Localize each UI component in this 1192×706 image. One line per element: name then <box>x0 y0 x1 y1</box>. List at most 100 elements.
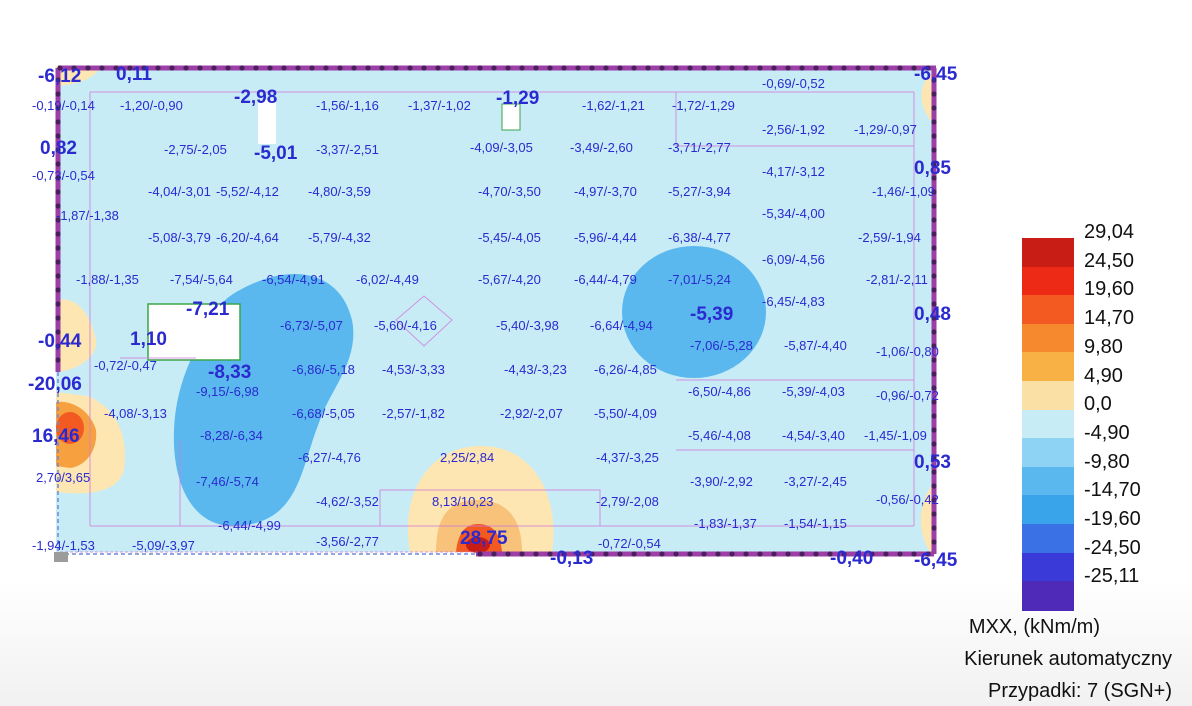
value-label: -4,04/-3,01 <box>148 184 211 199</box>
support-dot <box>155 65 161 71</box>
positive-zone-top-left <box>56 66 100 86</box>
value-label: -5,08/-3,79 <box>148 230 211 245</box>
value-label: -5,96/-4,44 <box>574 230 637 245</box>
support-dot <box>55 105 61 111</box>
support-dot <box>575 551 581 557</box>
support-dot <box>931 77 937 83</box>
value-label: -4,08/-3,13 <box>104 406 167 421</box>
value-label: -6,02/-4,49 <box>356 272 419 287</box>
value-label: -2,56/-1,92 <box>762 122 825 137</box>
value-label: -4,70/-3,50 <box>478 184 541 199</box>
support-dot <box>771 65 777 71</box>
support-dot <box>931 217 937 223</box>
support-dot <box>931 455 937 461</box>
value-label: -2,75/-2,05 <box>164 142 227 157</box>
support-dot <box>491 65 497 71</box>
support-dot <box>603 65 609 71</box>
value-label: -6,86/-5,18 <box>292 362 355 377</box>
support-dot <box>55 147 61 153</box>
support-dot <box>869 551 875 557</box>
value-label: -2,59/-1,94 <box>858 230 921 245</box>
support-dot <box>931 357 937 363</box>
support-dot <box>883 65 889 71</box>
support-dot <box>477 65 483 71</box>
support-dot <box>547 65 553 71</box>
support-dot <box>841 551 847 557</box>
support-dot <box>931 189 937 195</box>
support-dot <box>911 65 917 71</box>
opening-small-1 <box>258 100 276 144</box>
support-dot <box>931 259 937 265</box>
support-dot <box>407 65 413 71</box>
support-dot <box>55 329 61 335</box>
value-label: -7,01/-5,24 <box>668 272 731 287</box>
value-label: -0,69/-0,52 <box>762 76 825 91</box>
value-label: -1,72/-1,29 <box>672 98 735 113</box>
legend-value: 0,0 <box>1084 393 1112 416</box>
support-dot <box>931 203 937 209</box>
support-dot <box>141 65 147 71</box>
value-label: -1,56/-1,16 <box>316 98 379 113</box>
value-label: -1,37/-1,02 <box>408 98 471 113</box>
value-label: -5,79/-4,32 <box>308 230 371 245</box>
support-dot <box>55 231 61 237</box>
value-label: -20,06 <box>28 374 82 395</box>
value-label: 1,10 <box>130 329 167 350</box>
support-dot <box>743 551 749 557</box>
support-dot <box>55 245 61 251</box>
value-label: -0,72/-0,47 <box>94 358 157 373</box>
support-dot <box>505 65 511 71</box>
support-dot <box>931 525 937 531</box>
support-dot <box>715 65 721 71</box>
support-dot <box>491 551 497 557</box>
legend-value: 14,70 <box>1084 307 1135 330</box>
value-label: -4,37/-3,25 <box>596 450 659 465</box>
value-label: -5,46/-4,08 <box>688 428 751 443</box>
legend-swatch <box>1022 295 1074 325</box>
value-label: -5,67/-4,20 <box>478 272 541 287</box>
support-dot <box>659 65 665 71</box>
caption-quantity: MXX, (kNm/m) <box>968 616 1100 638</box>
value-label: -4,43/-3,23 <box>504 362 567 377</box>
value-label: 2,25/2,84 <box>440 450 494 465</box>
support-dot <box>813 65 819 71</box>
value-label: 0,85 <box>914 158 951 179</box>
support-dot <box>729 551 735 557</box>
support-dot <box>463 65 469 71</box>
legend-swatch <box>1022 438 1074 468</box>
value-label: -4,54/-3,40 <box>782 428 845 443</box>
value-label: -2,81/-2,11 <box>866 272 928 287</box>
legend-swatch <box>1022 381 1074 411</box>
support-dot <box>757 65 763 71</box>
support-dot <box>55 161 61 167</box>
value-label: -6,50/-4,86 <box>688 384 751 399</box>
value-label: -6,27/-4,76 <box>298 450 361 465</box>
value-label: 0,11 <box>116 64 152 85</box>
value-label: -5,40/-3,98 <box>496 318 559 333</box>
support-dot <box>931 273 937 279</box>
support-dot <box>169 65 175 71</box>
value-label: -6,09/-4,56 <box>762 252 825 267</box>
support-dot <box>645 551 651 557</box>
value-label: -6,45 <box>914 550 958 571</box>
value-label: -6,68/-5,05 <box>292 406 355 421</box>
legend-swatch <box>1022 495 1074 525</box>
support-dot <box>701 551 707 557</box>
legend-value: -14,70 <box>1084 479 1141 502</box>
support-dot <box>55 273 61 279</box>
support-dot <box>743 65 749 71</box>
support-dot <box>55 301 61 307</box>
support-dot <box>589 65 595 71</box>
value-label: -0,73/-0,54 <box>32 168 95 183</box>
support-dot <box>931 539 937 545</box>
support-dot <box>337 65 343 71</box>
support-dot <box>55 287 61 293</box>
positive-zone-peak <box>466 537 490 553</box>
value-label: -3,90/-2,92 <box>690 474 753 489</box>
caption-direction: Kierunek automatyczny <box>964 648 1172 670</box>
support-dot <box>771 551 777 557</box>
legend-value: -24,50 <box>1084 536 1141 559</box>
support-dot <box>183 65 189 71</box>
